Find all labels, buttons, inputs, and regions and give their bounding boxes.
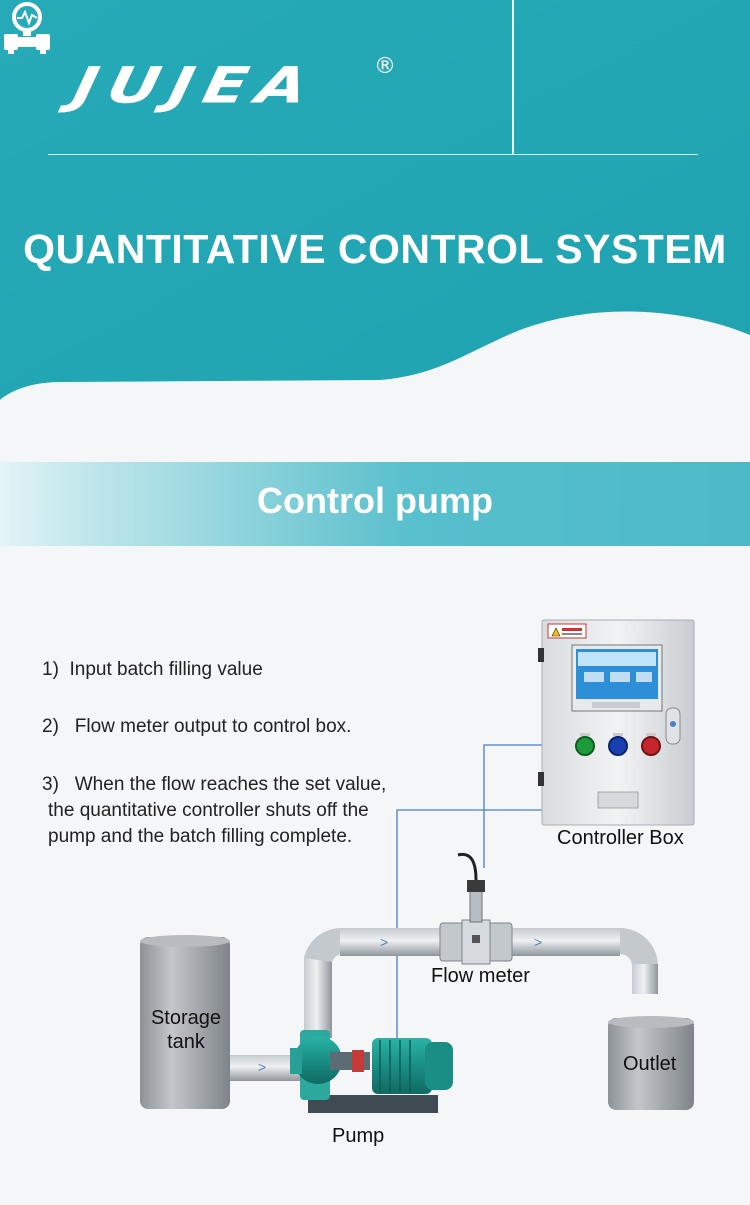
diagram-drawing: > > >	[140, 619, 695, 1113]
flow-meter-icon	[4, 2, 50, 54]
hero-header: JUJEA ® QUANTITATIVE CONTROL SYSTEM	[0, 0, 750, 440]
section-title: Control pump	[257, 480, 493, 521]
header-divider	[512, 0, 514, 155]
storage-tank-label-line: tank	[167, 1031, 205, 1053]
flow-meter	[439, 852, 513, 965]
storage-tank-label-line: Storage	[150, 1007, 222, 1029]
hero-background	[0, 0, 750, 440]
step-2: 2) Flow meter output to control box.	[42, 714, 351, 740]
step-1: 1) Input batch filling value	[42, 657, 263, 683]
flow-meter-label: Flow meter	[431, 965, 530, 987]
outlet-tank	[608, 1016, 694, 1110]
svg-text:>: >	[380, 934, 388, 950]
storage-tank	[140, 935, 230, 1109]
signal-lines	[396, 744, 542, 1040]
step-text-line: the quantitative controller shuts off th…	[48, 800, 369, 821]
controller-box	[538, 619, 695, 826]
step-number: 2)	[42, 716, 59, 737]
step-number: 1)	[42, 659, 59, 680]
step-text: Input batch filling value	[69, 659, 263, 680]
step-3: 3) When the flow reaches the set value, …	[42, 772, 386, 850]
svg-text:>: >	[258, 1059, 266, 1075]
pump-assembly	[290, 1030, 453, 1113]
pump-label: Pump	[332, 1125, 385, 1147]
storage-tank-label: Storage tank	[144, 1006, 228, 1054]
step-text-line: When the flow reaches the set value,	[74, 774, 387, 795]
logo-text: JUJEA	[67, 57, 323, 115]
section-banner	[0, 462, 750, 546]
outlet-label: Outlet	[623, 1053, 677, 1075]
step-text-line: pump and the batch filling complete.	[48, 826, 353, 847]
step-text: Flow meter output to control box.	[74, 716, 352, 737]
control-diagram: > > >	[0, 560, 750, 1205]
header-rule	[48, 154, 698, 155]
svg-text:>: >	[534, 934, 542, 950]
page-title: QUANTITATIVE CONTROL SYSTEM	[23, 226, 727, 272]
step-number: 3)	[42, 774, 59, 795]
brand-logo: JUJEA ®	[68, 54, 404, 116]
controller-box-label: Controller Box	[557, 827, 684, 849]
registered-mark: ®	[374, 54, 396, 79]
